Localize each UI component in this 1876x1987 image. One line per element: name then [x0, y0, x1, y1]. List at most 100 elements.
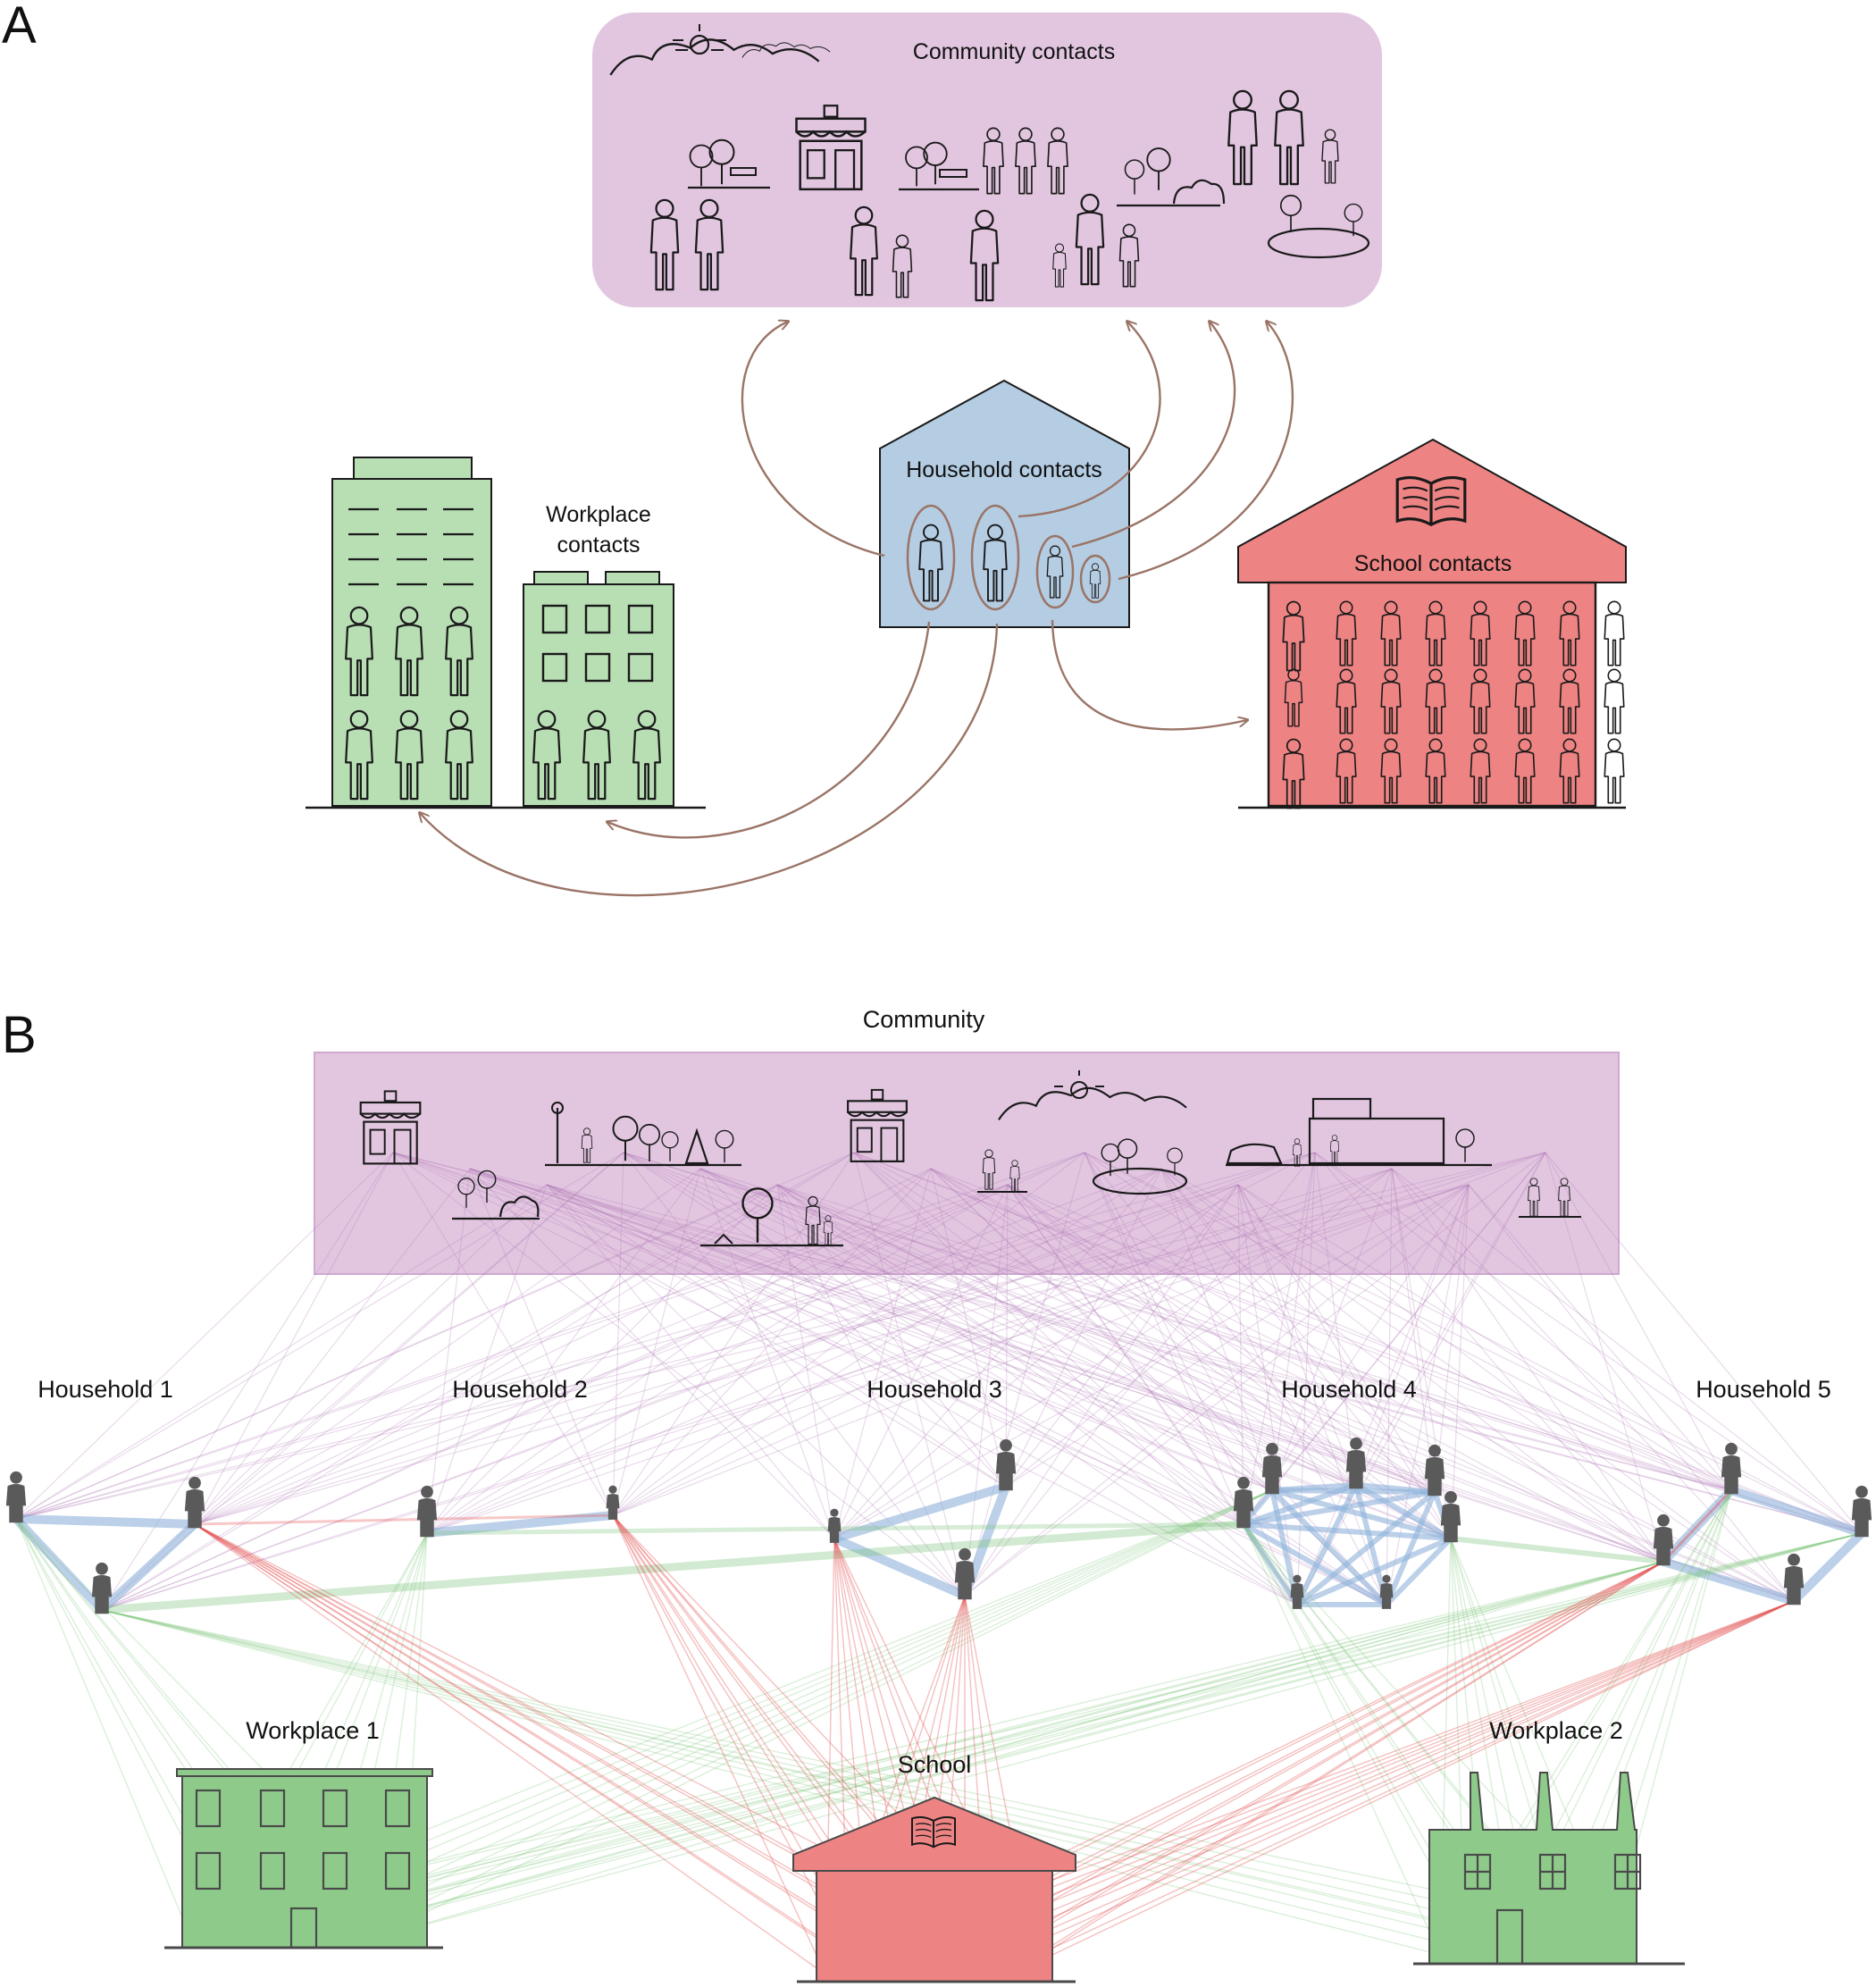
school-edge [194, 1523, 873, 1975]
community-edge [426, 1168, 471, 1534]
community-edge [1005, 1168, 1393, 1488]
community-edge [546, 1184, 1244, 1525]
household-edge [1660, 1487, 1735, 1565]
community-edge [1391, 1168, 1664, 1563]
community-edge [699, 1168, 1387, 1606]
community-venues [359, 1070, 1581, 1247]
community-edge [1355, 1152, 1546, 1486]
community-edge [612, 1152, 1316, 1516]
school-edge [612, 1514, 850, 1958]
community-edge [1237, 1184, 1732, 1491]
workplace-edge [101, 1609, 1566, 1929]
community-edge [1450, 1184, 1470, 1539]
community-edge [1084, 1152, 1298, 1606]
community-edge [612, 1168, 1393, 1516]
community-edge [546, 1184, 1298, 1606]
person-icon [1604, 738, 1625, 804]
household-edge [833, 1482, 1008, 1543]
community-edge [426, 1184, 778, 1534]
community-edge [623, 1152, 1273, 1491]
workplace-edge [101, 1609, 1441, 1956]
household-edge [1354, 1482, 1453, 1541]
community-edge [776, 1184, 1795, 1602]
community-edge [1160, 1168, 1664, 1563]
community-edge [1237, 1184, 1244, 1525]
school-edge [1034, 1600, 1795, 1958]
community-edge [392, 1152, 614, 1516]
community-edge [1237, 1184, 1795, 1602]
community-edge [1271, 1152, 1546, 1491]
community-edge [1271, 1152, 1316, 1491]
household-edge [1269, 1488, 1389, 1607]
school-building [1237, 438, 1627, 809]
workplace-contacts-title-line2: contacts [557, 532, 640, 558]
community-edge [194, 1152, 855, 1525]
school-edge [1034, 1561, 1664, 1958]
community-edge [1084, 1152, 1732, 1491]
household-1-label: Household 1 [38, 1376, 173, 1403]
school-edge [941, 1561, 1664, 1958]
school-edge [917, 1600, 1795, 1975]
community-edge [1005, 1168, 1162, 1488]
workplace-edge [312, 1561, 1664, 1940]
community-edge [15, 1152, 394, 1520]
community-edge [833, 1168, 1393, 1539]
household-edge [1295, 1536, 1453, 1607]
community-edge [1468, 1184, 1795, 1602]
community-edge [853, 1152, 1244, 1525]
community-edge [776, 1184, 1244, 1525]
community-edge [612, 1152, 1085, 1516]
community-edge [15, 1184, 1009, 1520]
workplace-edge [101, 1520, 1244, 1614]
community-edge [469, 1168, 1863, 1534]
community-edge [623, 1152, 1732, 1491]
household-2-label: Household 2 [452, 1376, 588, 1403]
school-edge [194, 1523, 850, 1958]
community-edge [930, 1168, 1664, 1563]
community-edge [101, 1152, 1085, 1611]
community-edge [1084, 1152, 1273, 1491]
workplace-building-tall [331, 457, 492, 807]
community-edge [15, 1152, 1085, 1520]
school-edge [194, 1523, 826, 1975]
community-edge [776, 1184, 1007, 1488]
community-edge [964, 1184, 1470, 1597]
household-edge [832, 1534, 967, 1600]
community-edge [1084, 1152, 1357, 1486]
workplace-2-factory [1413, 1772, 1685, 1966]
community-edge [426, 1184, 1470, 1534]
community-edge [15, 1152, 624, 1520]
community-edge [776, 1184, 1357, 1486]
community-edge [699, 1168, 1436, 1493]
panel-a-label: A [2, 0, 37, 54]
community-edge [1243, 1152, 1316, 1525]
workplace-edge [373, 1561, 1664, 1940]
household-labels: Household 1 Household 2 Household 3 Hous… [38, 1376, 1831, 1403]
household-members [906, 504, 1111, 611]
school-edge [194, 1523, 896, 1958]
community-edge [469, 1168, 1452, 1539]
community-edge [930, 1168, 1452, 1539]
community-edge [964, 1152, 1085, 1597]
community-edge [1007, 1184, 1732, 1491]
workplace-edge [101, 1609, 1466, 1929]
school-edge [1010, 1561, 1664, 1975]
workplace-edge [221, 1532, 1863, 1913]
community-edge [469, 1168, 614, 1516]
park-trees-icon [1117, 147, 1226, 207]
community-edge [612, 1152, 855, 1516]
community-edge [15, 1152, 855, 1520]
workplace-edge [1243, 1523, 1441, 1956]
community-edge [1545, 1152, 1732, 1491]
community-edge [853, 1152, 1273, 1491]
community-edge [930, 1168, 1007, 1488]
community-edge [1007, 1184, 1452, 1539]
community-edge [546, 1184, 1007, 1488]
community-edge [930, 1168, 1273, 1491]
household-edge [13, 1515, 105, 1614]
community-edge [1237, 1184, 1357, 1486]
community-edge [101, 1152, 1546, 1611]
community-edge [101, 1184, 1470, 1611]
community-edge [1084, 1152, 1244, 1525]
